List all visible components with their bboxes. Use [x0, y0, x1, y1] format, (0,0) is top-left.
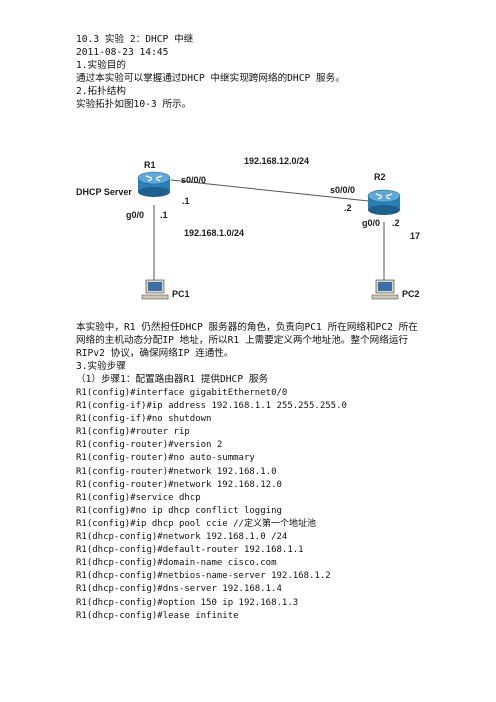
r2-g0-ip-label: .2	[392, 218, 400, 228]
config-line: R1(dhcp-config)#default-router 192.168.1…	[76, 545, 304, 556]
config-line: R1(dhcp-config)#option 150 ip 192.168.1.…	[76, 597, 299, 608]
config-line: R1(dhcp-config)#lease infinite	[76, 610, 239, 621]
config-line: R1(dhcp-config)#netbios-name-server 192.…	[76, 571, 331, 582]
config-line: R1(dhcp-config)#domain-name cisco.com	[76, 558, 277, 569]
pc1-icon	[141, 279, 169, 300]
config-line: R1(config-if)#ip address 192.168.1.1 255…	[76, 401, 347, 412]
config-line: R1(config-router)#version 2	[76, 440, 223, 451]
config-line: R1(dhcp-config)#network 192.168.1.0 /24	[76, 532, 288, 543]
topology-text: 实验拓扑如图10-3 所示。	[76, 99, 192, 110]
config-line: R1(config-if)#no shutdown	[76, 414, 212, 425]
doc-title: 10.3 实验 2：DHCP 中继	[76, 34, 194, 45]
r1-g0-ip-label: .1	[160, 210, 168, 220]
config-line: R1(config)#interface gigabitEthernet0/0	[76, 388, 288, 398]
r1-label: R1	[144, 160, 156, 170]
r2-g0-interface-label: g0/0	[362, 218, 380, 228]
network-topology-diagram: DHCP Server R1 R2 192.168.12.0/24 s0/0/0…	[76, 156, 420, 300]
step1-heading: （1）步骤1：配置路由器R1 提供DHCP 服务	[76, 374, 269, 385]
pc2-icon	[371, 279, 399, 300]
serial-link	[170, 179, 379, 203]
config-line: R1(config)#no ip dhcp conflict logging	[76, 505, 282, 516]
config-line: R1(config-router)#no auto-summary	[76, 453, 255, 464]
r1-g0-interface-label: g0/0	[126, 210, 144, 220]
purpose-text: 通过本实验可以掌握通过DHCP 中继实现跨网络的DHCP 服务。	[76, 73, 345, 84]
section-heading-purpose: 1.实验目的	[76, 60, 126, 71]
pc1-label: PC1	[172, 289, 190, 299]
config-line: R1(config)#router rip	[76, 427, 190, 438]
section-heading-topology: 2.拓扑结构	[76, 86, 126, 97]
config-line: R1(config-router)#network 192.168.1.0	[76, 466, 277, 477]
config-line: R1(config)#service dhcp	[76, 492, 201, 503]
config-line: R1(config)#ip dhcp pool ccie //定义第一个地址池	[76, 518, 316, 529]
lan2-network-label-truncated: 17	[410, 231, 420, 241]
doc-datetime: 2011-08-23 14:45	[76, 47, 169, 58]
r2-label: R2	[374, 172, 386, 182]
router-r1-icon	[137, 171, 171, 197]
r2-serial-interface-label: s0/0/0	[330, 185, 355, 195]
config-line: R1(dhcp-config)#dns-server 192.168.1.4	[76, 584, 282, 595]
pc2-label: PC2	[402, 289, 420, 299]
serial-network-label: 192.168.12.0/24	[244, 156, 309, 166]
intro-paragraph: 本实验中，R1 仍然担任DHCP 服务器的角色，负责向PC1 所在网络和PC2 …	[76, 322, 418, 359]
router-r2-icon	[367, 189, 401, 215]
r1-serial-interface-label: s0/0/0	[181, 175, 206, 185]
lan1-network-label: 192.168.1.0/24	[184, 228, 244, 238]
dhcp-server-label: DHCP Server	[76, 187, 132, 197]
r1-serial-ip-label: .1	[182, 196, 190, 206]
section-heading-steps: 3.实验步骤	[76, 361, 126, 372]
r2-serial-ip-label: .2	[344, 203, 352, 213]
config-line: R1(config-router)#network 192.168.12.0	[76, 479, 282, 490]
